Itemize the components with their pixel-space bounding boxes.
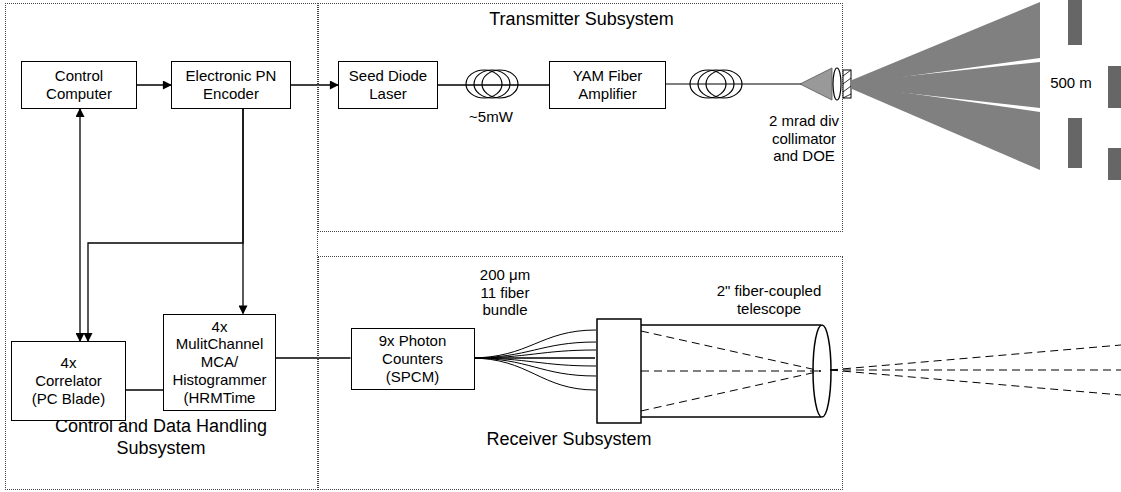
coil-loop <box>474 70 510 98</box>
telescope-tube <box>641 416 821 418</box>
box-label: Control Computer <box>42 67 117 102</box>
coil-loop <box>482 70 518 98</box>
telescope-back <box>597 319 641 423</box>
process-box: 9x Photon Counters (SPCM) <box>351 328 475 390</box>
coil-loop <box>466 70 502 98</box>
subsystem-region: Receiver Subsystem 9x Photon Counters (SP… <box>318 256 843 490</box>
edge-label: 200 μm 11 fiber bundle <box>472 266 538 319</box>
target-patch <box>1108 66 1121 108</box>
box-label: Seed Diode Laser <box>346 67 430 102</box>
process-box: 4x Correlator (PC Blade) <box>11 341 126 421</box>
connector <box>79 109 80 341</box>
connector <box>438 84 549 85</box>
fiber-strand <box>470 342 596 358</box>
target-patch <box>1068 0 1082 45</box>
coil-loop <box>698 70 734 98</box>
optical-ray <box>641 371 821 372</box>
subsystem-label: Receiver Subsystem <box>469 429 669 451</box>
connector <box>276 357 351 358</box>
fiber-coil <box>466 70 518 98</box>
beam-expander <box>800 68 832 100</box>
subsystem-region: Transmitter SubsystemSeed Diode Laser YAM… <box>318 3 843 232</box>
telescope-label: 2" fiber-coupled telescope <box>713 282 825 317</box>
optical-ray <box>830 370 1121 395</box>
optical-ray <box>830 345 1121 395</box>
process-box: YAM Fiber Amplifier <box>549 61 666 109</box>
connector <box>475 357 596 358</box>
fiber-strand <box>470 350 596 358</box>
connector <box>88 109 243 341</box>
doe-hatching <box>843 70 851 98</box>
telescope: 2" fiber-coupled telescope <box>595 281 835 433</box>
box-label: 4x Correlator (PC Blade) <box>27 354 111 407</box>
subsystem-region: Control and Data Handling Subsystem Contr… <box>5 3 318 490</box>
process-box: Control Computer <box>21 61 137 109</box>
box-label: 9x Photon Counters (SPCM) <box>357 332 469 385</box>
coil-loop <box>706 70 742 98</box>
optical-ray <box>641 331 821 371</box>
target-patch <box>1068 118 1082 168</box>
coil-loop <box>690 70 726 98</box>
doe-element <box>843 70 851 98</box>
box-label: 4x MulitChannel MCA/ Histogrammer (HRMTi… <box>171 318 269 406</box>
connector <box>137 84 171 85</box>
annotation: 500 m <box>1046 74 1096 92</box>
annotation: ~5mW <box>458 108 524 126</box>
telescope-aperture <box>813 325 831 417</box>
box-label: Electronic PN Encoder <box>185 67 277 102</box>
target-patch <box>1108 148 1121 180</box>
fiber-strand <box>470 330 596 358</box>
subsystem-label: Control and Data Handling Subsystem <box>36 416 286 459</box>
optical-ray <box>641 371 821 411</box>
collimator-lens <box>833 68 841 100</box>
laser-beam <box>852 85 1040 170</box>
optical-ray <box>830 370 1121 371</box>
process-box: 4x MulitChannel MCA/ Histogrammer (HRMTi… <box>163 314 276 411</box>
process-box: Seed Diode Laser <box>338 61 438 109</box>
box-label: YAM Fiber Amplifier <box>568 67 648 102</box>
connector <box>126 389 163 390</box>
connector <box>291 84 338 85</box>
telescope-tube <box>641 324 821 326</box>
annotation: 2 mrad div collimator and DOE <box>762 112 846 165</box>
fiber-coil <box>690 70 742 98</box>
subsystem-label: Transmitter Subsystem <box>474 9 689 31</box>
process-box: Electronic PN Encoder <box>171 61 291 109</box>
optical-ray <box>830 345 1121 370</box>
fiber-strand <box>470 358 596 390</box>
fiber-bundle <box>470 330 596 390</box>
